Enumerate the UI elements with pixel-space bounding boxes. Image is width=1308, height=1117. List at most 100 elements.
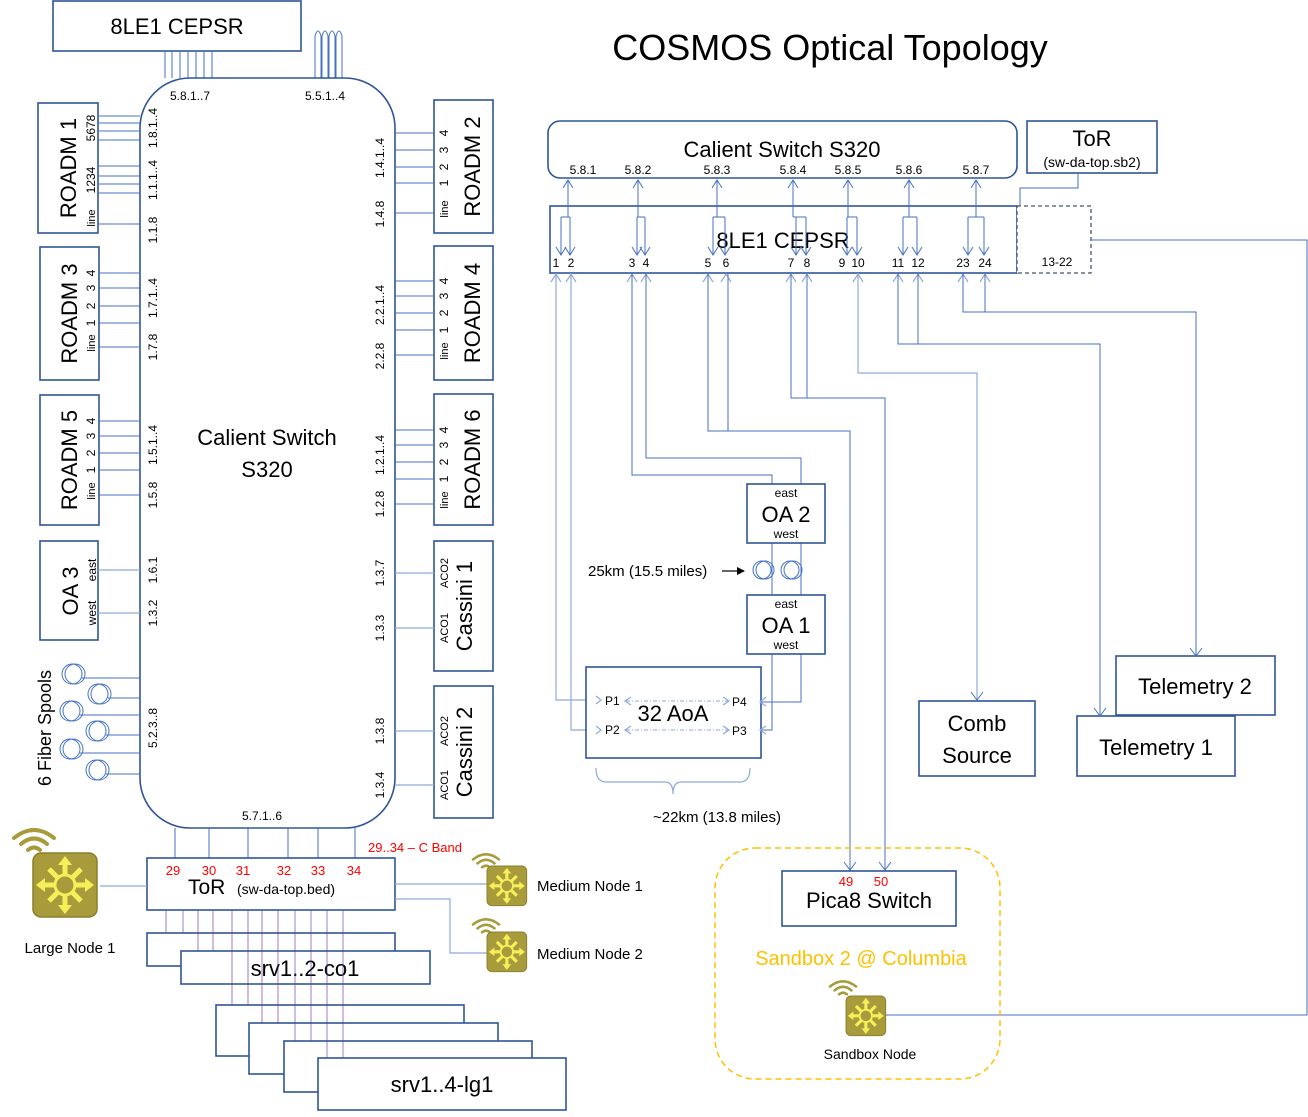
cepsr-port: 23 [956,256,970,270]
port-range: 5.7.1..6 [242,809,282,823]
diagram-title: COSMOS Optical Topology [612,27,1048,68]
port-label: 1 [84,466,98,473]
medium-node-icon [485,930,529,974]
split-arrow [962,179,990,256]
split-arrow [631,179,651,256]
left-cepsr-box: 8LE1 CEPSR [52,0,302,52]
port-label: 2 [84,302,98,309]
tor-name: ToR [1072,126,1111,151]
port-label: 1 [437,326,451,333]
port-label: 3 [437,146,451,153]
port-label: east [775,597,798,611]
cepsr-port: 24 [978,256,992,270]
tor-uplinks [174,828,356,858]
aoa-port: P1 [605,694,620,708]
server-label: srv1..4-lg1 [391,1072,494,1097]
server-links [165,910,344,1058]
port-label: 4 [84,269,98,276]
comb-label: Comb [948,711,1007,736]
port-label: ACO1 [439,613,451,643]
switch-port: 5.8.5 [835,163,862,177]
cepsr-port: 11 [892,256,905,270]
server-label: srv1..2-co1 [251,956,360,981]
port-label: line [86,482,98,499]
tor-port: 33 [311,863,325,878]
left-calient-switch: Calient Switch S320 5.8.1..7 5.5.1..4 5.… [139,77,396,829]
wifi-icon [471,917,501,934]
switch-port: 1.2.1..4 [373,435,387,475]
port-label: ACO2 [439,558,451,588]
sandbox-region [714,847,1001,1080]
arrowhead [720,272,732,283]
port-label: west [85,600,99,626]
sandbox-node-icon [844,994,888,1038]
split-arrow [897,179,923,256]
left-calient-model: S320 [241,457,292,482]
route-telemetry2 [962,273,1197,656]
wifi-icon [12,828,56,852]
port-range: 5.8.1..7 [170,89,210,103]
oa-name: OA 1 [762,613,811,638]
split-arrow [841,179,863,256]
route-telemetry1 [897,273,1101,716]
cepsr-port: 7 [788,256,795,270]
switch-port: 5.8.6 [896,163,923,177]
switch-port: 1.3.7 [373,559,387,586]
cepsr-port: 6 [723,256,730,270]
port-label: 3 [437,441,451,448]
oa-name: OA 2 [762,502,811,527]
port-label: 2 [84,449,98,456]
split-arrow [707,179,731,256]
left-calient-title: Calient Switch [197,425,336,450]
roadm-name: ROADM 2 [460,116,485,216]
switch-port: 5.8.2 [625,163,652,177]
port-label: line [86,334,98,351]
port-label: 4 [84,417,98,424]
tor-port: 29 [166,863,180,878]
oa-name: OA 3 [58,567,83,616]
port-label: line [439,491,451,508]
medium-node-1-label: Medium Node 1 [537,878,643,895]
cepsr-port: 8 [804,256,811,270]
node-links [100,883,487,954]
switch-port: 5.8.1 [570,163,597,177]
aoa-port: P3 [732,724,747,738]
switch-port: 5.8.4 [780,163,807,177]
comb-label: Source [942,743,1012,768]
port-label: 2 [437,458,451,465]
tor-port: 34 [347,863,361,878]
roadm-name: ROADM 6 [460,409,485,509]
telemetry-label: Telemetry 1 [1099,735,1213,760]
switch-port: 1.5.1..4 [146,425,160,465]
roadm-name: ROADM 4 [460,263,485,363]
port-label: east [775,486,798,500]
large-node-label: Large Node 1 [25,940,116,957]
comb-source: Comb Source [918,700,1036,777]
tor-port: 31 [236,863,250,878]
switch-port: 49 [839,874,853,889]
port-label: 4 [437,277,451,284]
port-label: line [439,200,451,217]
cepsr-port: 9 [839,256,846,270]
oa-1: east OA 1 west [746,594,826,655]
port-label: 1 [437,179,451,186]
server-co-stack: srv1..2-co1 [146,932,431,985]
switch-port: 1.7.1..4 [146,278,160,318]
right-cepsr-title: 8LE1 CEPSR [716,228,849,253]
cepsr-fibers [164,30,343,78]
telemetry-label: Telemetry 2 [1138,674,1252,699]
port-range: 5.5.1..4 [305,89,345,103]
oa-2: east OA 2 west [746,483,826,544]
switch-port: 1.6.1 [146,556,160,583]
cepsr-port: 5 [705,256,712,270]
right-calient-title: Calient Switch S320 [684,137,881,162]
cepsr-port: 3 [629,256,636,270]
cepsr-port: 10 [851,256,865,270]
roadm-name: ROADM 5 [57,410,82,510]
switch-port: 1.3.3 [373,614,387,641]
spool-25km: 25km (15.5 miles) [588,560,803,580]
switch-port: 1.2.8 [373,490,387,517]
spools-label: 6 Fiber Spools [35,670,55,786]
